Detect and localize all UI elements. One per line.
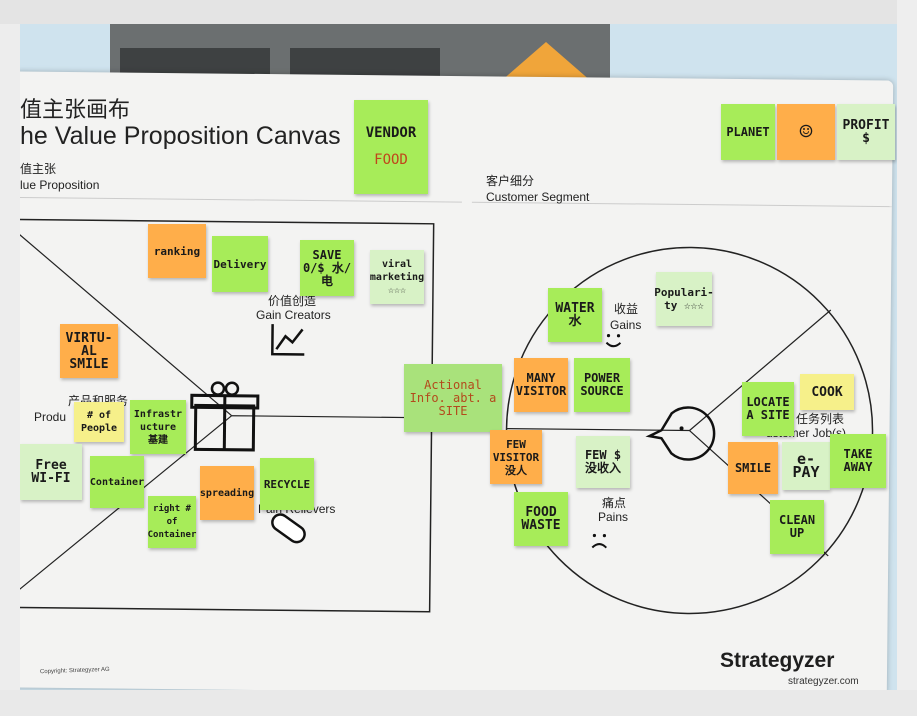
- value-proposition-label-cn: 值主张: [20, 162, 57, 176]
- sticky-planet: PLANET: [721, 104, 775, 160]
- customer-jobs-label-cn: 任务列表: [796, 412, 845, 426]
- right-frame-border: [897, 0, 917, 716]
- sticky-spreading: spreading: [200, 466, 254, 520]
- sticky-number-of-people: # of People: [74, 402, 124, 442]
- sticky-actional-info: Actional Info. abt. a SITE: [404, 364, 502, 432]
- sticky-water: WATER 水: [548, 288, 602, 342]
- sticky-container: Container: [90, 456, 144, 508]
- background-kite: [500, 42, 592, 82]
- shelf-slot: [120, 48, 270, 76]
- customer-segment-label-cn: 客户细分: [486, 174, 535, 188]
- sticky-food-waste: FOOD WASTE: [514, 492, 568, 546]
- gains-label-en: Gains: [610, 318, 642, 332]
- pains-label-en: Pains: [598, 510, 629, 524]
- sticky-ranking: ranking: [148, 224, 206, 278]
- canvas-title-chinese: 值主张画布: [20, 98, 131, 123]
- sticky-viral-marketing: viral marketing ☆☆☆: [370, 250, 424, 304]
- sticky-right-container: right # of Container: [148, 496, 196, 548]
- gains-label-cn: 收益: [614, 302, 639, 316]
- sticky-vendor: VENDOR FOOD: [354, 100, 428, 194]
- top-frame-border: [0, 0, 917, 24]
- sticky-smiley: ☺: [777, 104, 835, 160]
- sticky-save: SAVE 0/$ 水/电: [300, 240, 354, 296]
- customer-segment-label-en: Customer Segment: [486, 190, 590, 204]
- sticky-smile: SMILE: [728, 442, 778, 494]
- canvas-lines: [20, 196, 892, 615]
- shelf-slot: [290, 48, 440, 76]
- value-proposition-label-en: lue Proposition: [20, 178, 100, 192]
- value-proposition-canvas-poster: [20, 71, 894, 690]
- sticky-take-away: TAKE AWAY: [830, 434, 886, 488]
- photo-scene: 值主张画布 he Value Proposition Canvas 值主张 lu…: [20, 24, 897, 690]
- sticky-few-visitor: FEW VISITOR 没人: [490, 430, 542, 484]
- sticky-popularity: Populari- ty ☆☆☆: [654, 272, 714, 326]
- bottom-frame-border: [0, 690, 917, 716]
- sticky-infrastructure: Infrastr ucture 基建: [130, 400, 186, 454]
- gain-creators-label-cn: 价值创造: [268, 294, 317, 308]
- sticky-profit: PROFIT $: [837, 104, 895, 160]
- canvas-title-english: he Value Proposition Canvas: [20, 122, 341, 150]
- sticky-virtual-smile: VIRTU- AL SMILE: [60, 324, 118, 378]
- sticky-clean-up: CLEAN UP: [770, 500, 824, 554]
- sticky-delivery: Delivery: [212, 236, 268, 292]
- sticky-free-wifi: Free WI-FI: [20, 444, 82, 500]
- sticky-vendor-text: VENDOR: [365, 125, 417, 141]
- sticky-locate-a-site: LOCATE A SITE: [742, 382, 794, 436]
- sticky-cook: COOK: [800, 374, 854, 410]
- sticky-power-source: POWER SOURCE: [574, 358, 630, 412]
- sticky-e-pay: e-PAY: [782, 442, 830, 490]
- products-services-label-en: Produ: [34, 410, 67, 424]
- pains-label-cn: 痛点: [602, 496, 627, 510]
- gain-creators-label-en: Gain Creators: [256, 308, 331, 322]
- sticky-recycle: RECYCLE: [260, 458, 314, 510]
- sticky-food-text: FOOD: [374, 152, 408, 168]
- strategyzer-url: strategyzer.com: [788, 676, 859, 687]
- strategyzer-logo: Strategyzer: [720, 649, 835, 672]
- sticky-few-money: FEW $ 没收入: [576, 436, 630, 488]
- sticky-many-visitor: MANY VISITOR: [514, 358, 568, 412]
